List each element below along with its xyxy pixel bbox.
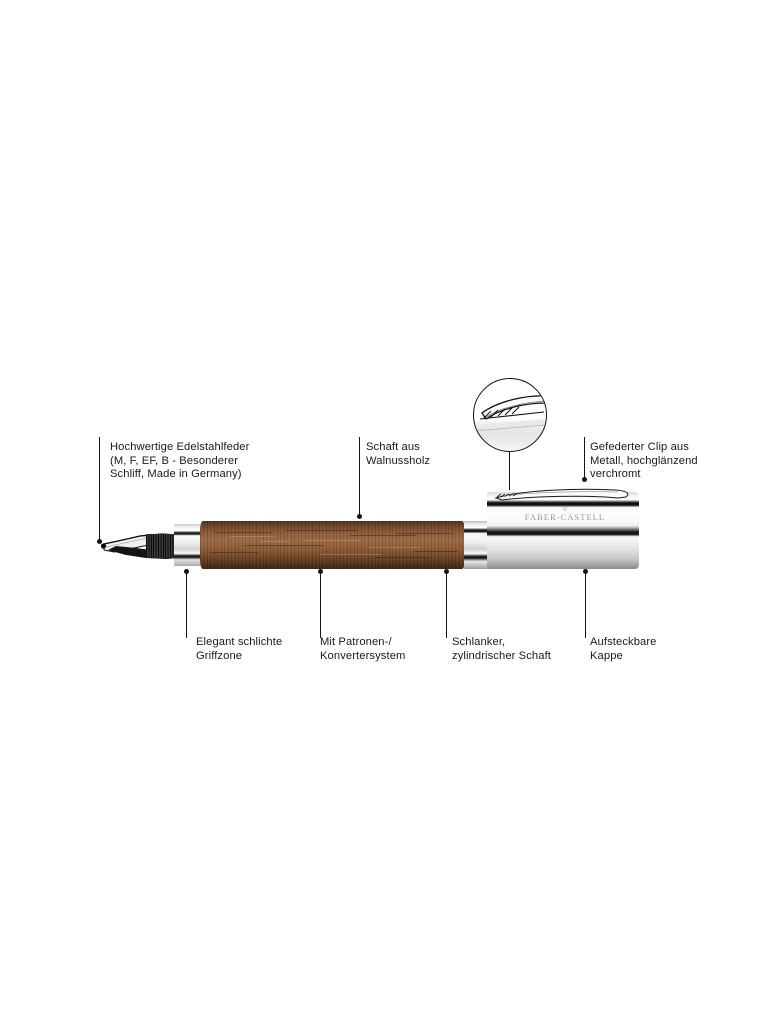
walnut-barrel — [200, 521, 465, 569]
annotation-nib: Hochwertige Edelstahlfeder (M, F, EF, B … — [110, 441, 250, 481]
inset-leader-line — [509, 452, 510, 490]
annotation-cap: Aufsteckbare Kappe — [590, 636, 657, 662]
annotation-shaft: Schlanker, zylindrischer Schaft — [452, 636, 551, 662]
brand-engraving: FABER-CASTELL — [524, 513, 606, 522]
leader-dot-filling — [318, 569, 323, 574]
leader-line-clip — [584, 437, 585, 479]
leader-dot-cap — [583, 569, 588, 574]
leader-line-cap — [585, 572, 586, 638]
leader-dot-shaft — [444, 569, 449, 574]
brand-crest-icon: ♕ — [561, 506, 569, 513]
leader-dot-barrel — [357, 514, 362, 519]
annotation-barrel: Schaft aus Walnussholz — [366, 441, 431, 467]
pen-cap — [487, 492, 639, 569]
leader-line-filling — [320, 572, 321, 638]
annotation-grip: Elegant schlichte Griffzone — [196, 636, 283, 662]
grip-section — [146, 534, 176, 558]
leader-line-shaft — [446, 572, 447, 638]
clip-detail-magnifier — [473, 378, 547, 452]
leader-line-barrel — [359, 437, 360, 517]
annotation-clip: Gefederter Clip aus Metall, hochglänzend… — [590, 441, 698, 481]
leader-dot-grip — [184, 569, 189, 574]
annotation-filling: Mit Patronen-/ Konvertersystem — [320, 636, 406, 662]
leader-line-nib — [99, 437, 100, 541]
chrome-ferrule — [174, 524, 202, 566]
cap-clip — [492, 487, 632, 503]
leader-dot-nib — [97, 539, 102, 544]
leader-line-grip — [186, 572, 187, 638]
leader-dot-clip — [582, 477, 587, 482]
